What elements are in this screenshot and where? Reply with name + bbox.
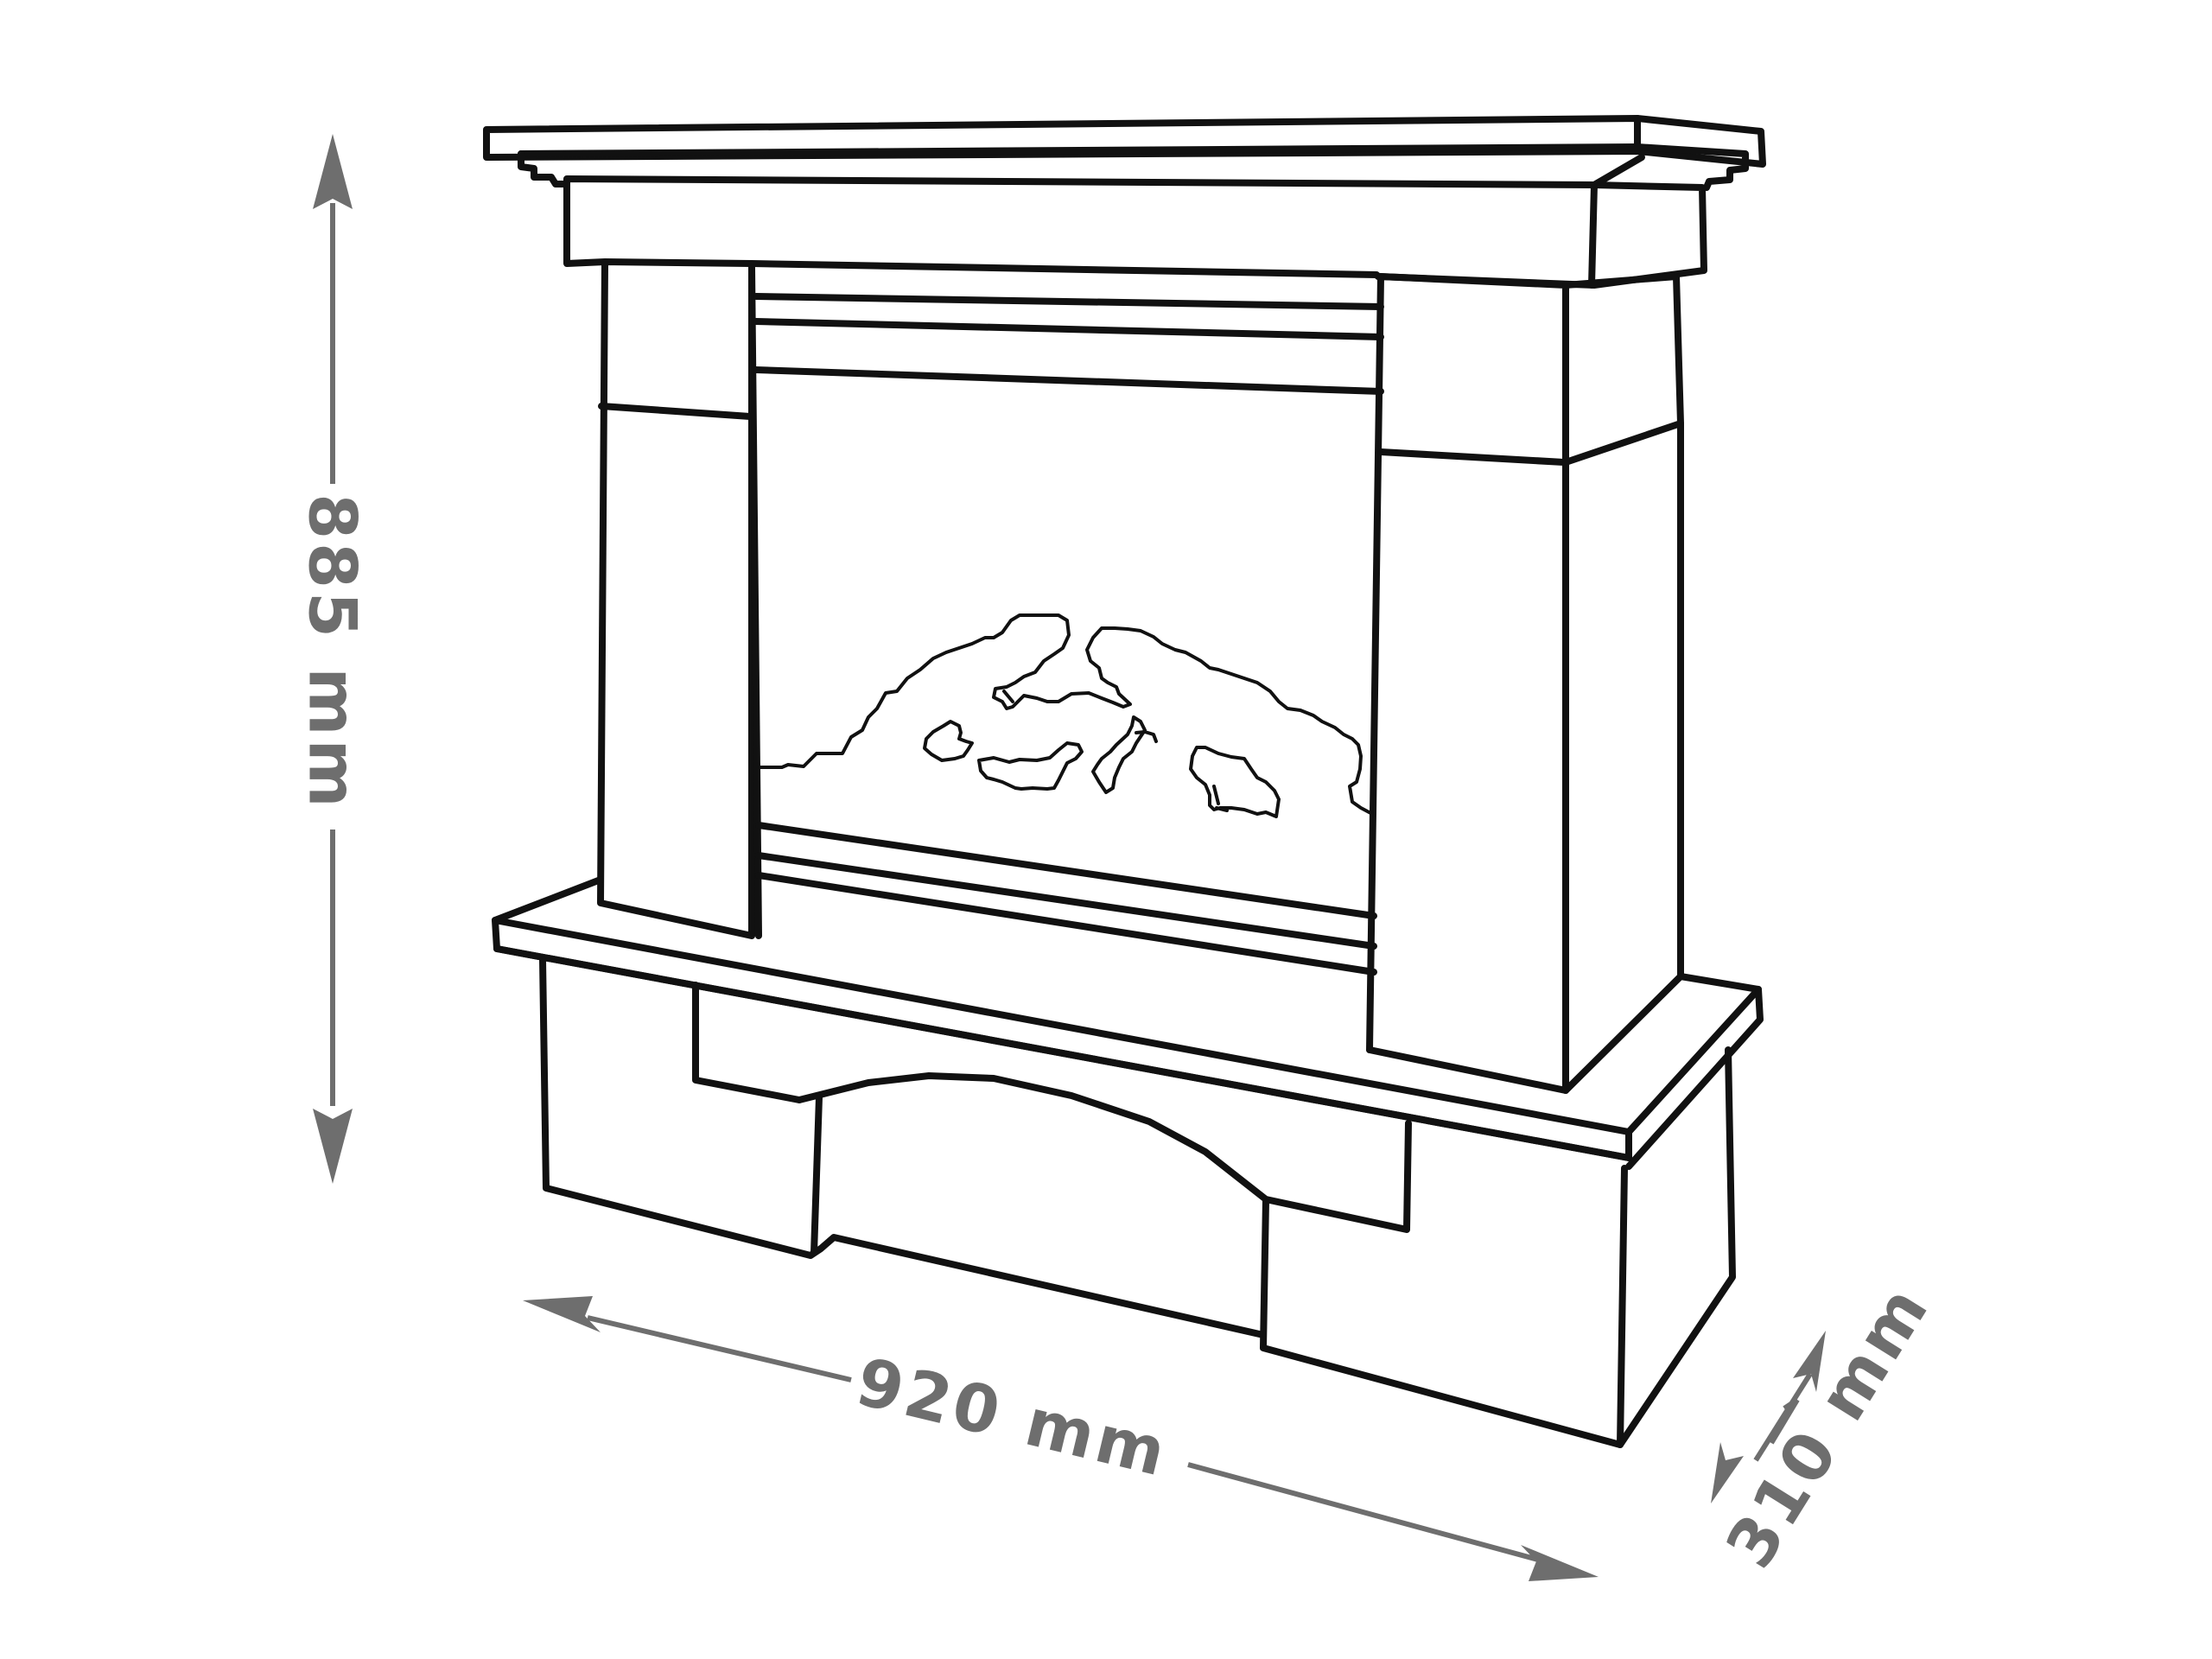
- width-dimension: 920 mm: [523, 1296, 1599, 1581]
- fireplace-drawing: [483, 115, 1766, 1448]
- height-label: 885 mm: [295, 493, 372, 810]
- left-pilaster: [597, 260, 755, 939]
- width-arrow-left-icon: [523, 1296, 601, 1332]
- decorative-logs: [759, 613, 1376, 818]
- frieze: [563, 154, 1707, 289]
- depth-arrow-line-main: [1753, 1372, 1813, 1462]
- depth-arrow-down-icon: [1711, 1442, 1744, 1503]
- height-dimension: 885 mm: [295, 134, 372, 1184]
- width-arrow-right-icon: [1521, 1545, 1599, 1581]
- depth-dimension: 310 mm: [1711, 1271, 1944, 1581]
- width-arrow-line-left: [587, 1315, 852, 1382]
- width-label: 920 mm: [849, 1343, 1176, 1491]
- firebox-opening: [748, 264, 1384, 1053]
- depth-arrow-up-icon: [1793, 1331, 1826, 1392]
- height-arrow-down-icon: [313, 1109, 353, 1184]
- width-arrow-line-right: [1187, 1462, 1539, 1562]
- mantel-shelf: [483, 115, 1766, 191]
- hearth-slab: [492, 876, 1764, 1170]
- height-arrow-up-icon: [313, 134, 353, 209]
- base-block: [539, 956, 1736, 1448]
- right-pilaster: [1366, 273, 1684, 1094]
- depth-arrow-line: [1769, 1398, 1800, 1445]
- depth-label: 310 mm: [1711, 1271, 1944, 1581]
